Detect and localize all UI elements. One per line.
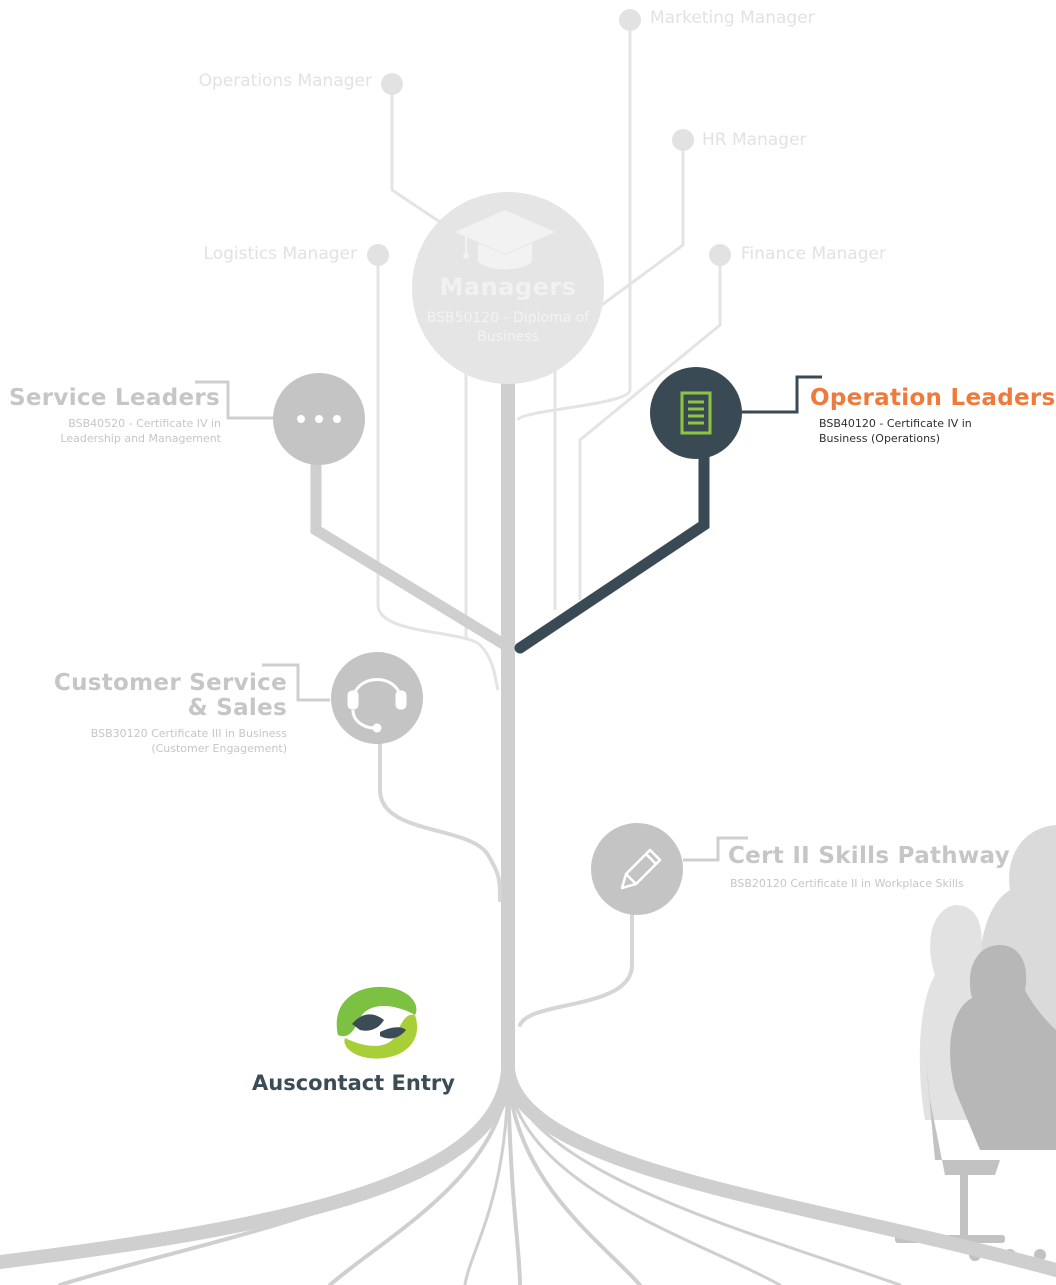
pencil-icon	[620, 848, 662, 890]
role-logistics-manager: Logistics Manager	[203, 244, 357, 264]
manager-role-lines	[376, 22, 722, 691]
service-leaders-title: Service Leaders	[9, 385, 220, 411]
service-leaders-node	[273, 373, 365, 465]
role-finance-manager: Finance Manager	[741, 244, 886, 264]
operation-leaders-subtitle: BSB40120 - Certificate IV in Business (O…	[819, 417, 972, 446]
customer-service-subtitle: BSB30120 Certificate III in Business (Cu…	[90, 727, 287, 756]
manager-role-dots	[367, 9, 731, 266]
more-dots-icon	[297, 415, 341, 423]
customer-service-title-line1: Customer Service	[53, 670, 287, 696]
document-icon	[680, 391, 712, 435]
cert-ii-title: Cert II Skills Pathway	[728, 843, 1010, 869]
tree-roots	[0, 1063, 1056, 1285]
managers-subtitle: BSB50120 - Diploma of Business	[426, 310, 590, 345]
auscontact-logo	[336, 986, 418, 1059]
graduation-cap-icon	[455, 210, 555, 270]
managers-title: Managers	[439, 273, 577, 301]
role-marketing-manager: Marketing Manager	[650, 8, 815, 28]
auscontact-entry-label: Auscontact Entry	[252, 1071, 455, 1095]
customer-service-node	[331, 652, 423, 744]
customer-service-title-line2: & Sales	[187, 695, 287, 721]
cert-ii-subtitle: BSB20120 Certificate II in Workplace Ski…	[730, 877, 964, 890]
cert-ii-node	[591, 823, 683, 915]
managers-node	[412, 192, 604, 384]
operation-leaders-title: Operation Leaders	[810, 385, 1056, 411]
label-brackets	[195, 375, 822, 862]
role-operations-manager: Operations Manager	[198, 71, 372, 91]
headset-icon	[347, 678, 407, 733]
service-leaders-subtitle: BSB40520 - Certificate IV in Leadership …	[60, 417, 221, 446]
tree-trunk	[310, 368, 710, 1087]
role-hr-manager: HR Manager	[702, 130, 807, 150]
operation-leaders-node	[650, 367, 742, 459]
